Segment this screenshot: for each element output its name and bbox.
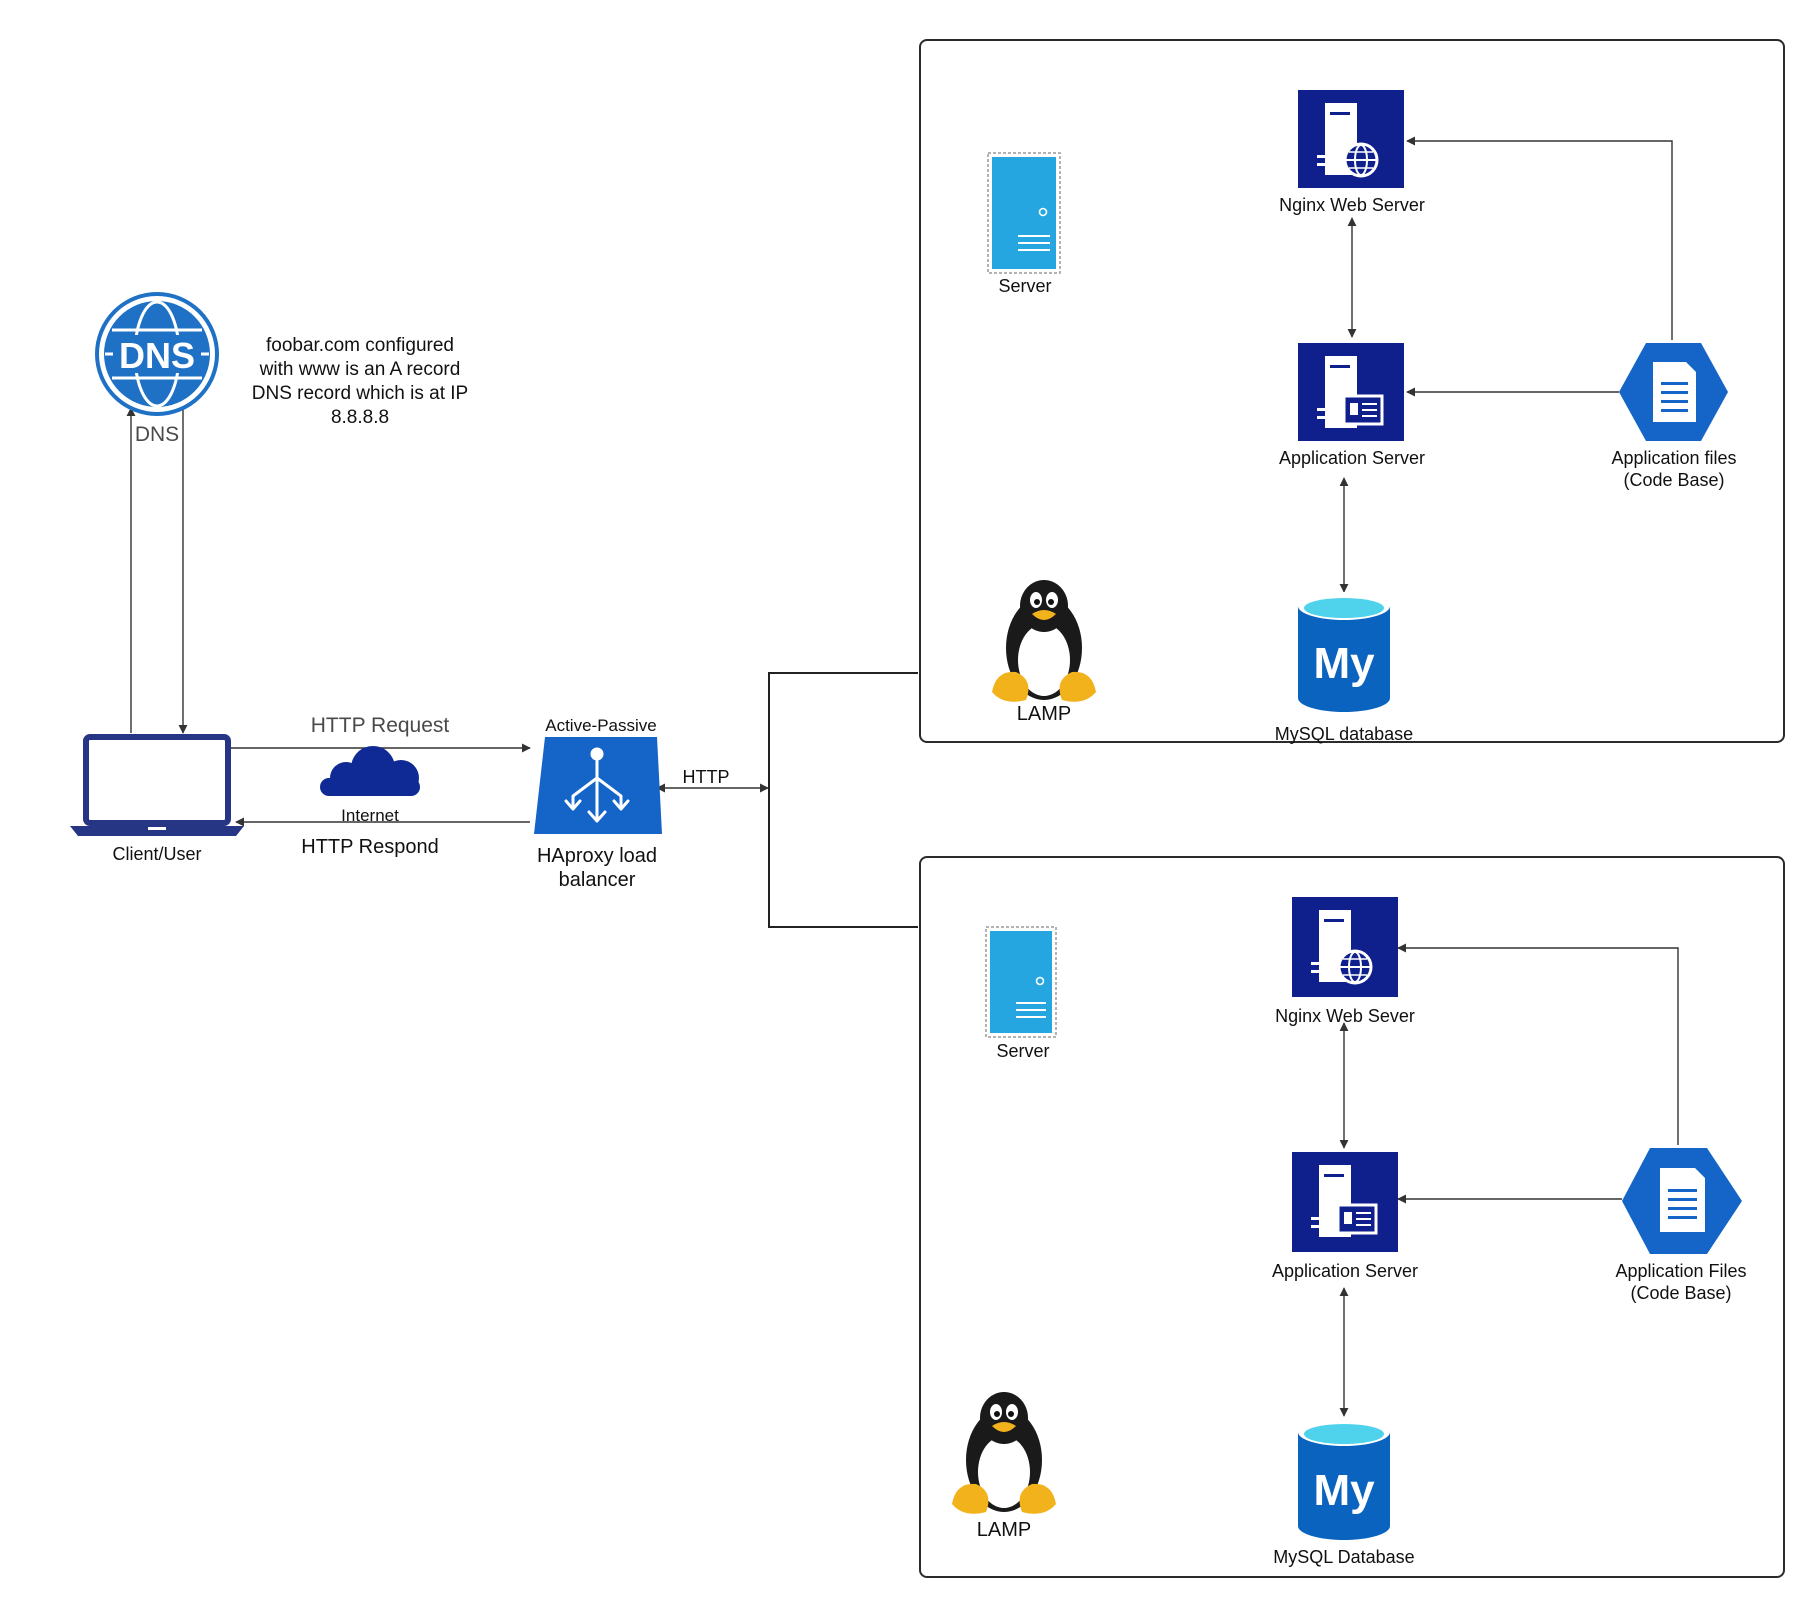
application-files-label-line-1: Application files [1611,448,1736,468]
server-stack-bottom: Server Nginx Web Sever [952,897,1747,1567]
server-stack-top-frame [919,39,1785,743]
top-files-to-web-arrow [1406,136,1673,340]
internet-label: Internet [341,806,399,825]
lb-to-stacks-connector [768,672,918,928]
lb-mode-label: Active-Passive [545,716,656,735]
mysql-database-label: MySQL database [1275,724,1413,744]
dns-label: DNS [135,423,179,446]
application-server-label: Application Server [1279,448,1425,468]
client-label: Client/User [112,844,201,864]
server-icon [987,152,1061,274]
linux-penguin-icon [992,580,1096,702]
mysql-icon-text: My [1313,1466,1375,1515]
http-request-label: HTTP Request [311,714,450,737]
mysql-database-label: MySQL Database [1273,1547,1414,1567]
load-balancer-node: Active-Passive HAproxy load balancer HTT… [534,716,730,891]
server-stack-top: Server Nginx Web Server [987,90,1737,744]
mysql-icon-text: My [1313,639,1375,688]
connectors [126,136,1679,1417]
lb-label-line-2: balancer [559,869,636,891]
dns-note-line-2: with www is an A record [259,359,461,380]
cloud-icon [320,746,420,796]
web-server-label: Nginx Web Sever [1275,1006,1415,1026]
web-server-label: Nginx Web Server [1279,195,1425,215]
dns-note: foobar.com configured with www is an A r… [252,335,468,428]
load-balancer-icon [534,737,662,834]
application-files-label-line-1: Application Files [1615,1261,1746,1281]
application-files-icon [1619,343,1728,441]
mysql-database-icon: My [1298,592,1390,712]
lamp-label: LAMP [1017,703,1071,725]
web-server-icon [1292,897,1398,997]
web-server-icon [1298,90,1404,188]
application-server-label: Application Server [1272,1261,1418,1281]
application-files-label-line-2: (Code Base) [1630,1283,1731,1303]
server-icon [985,926,1057,1038]
laptop-icon [70,734,244,836]
http-respond-label: HTTP Respond [301,836,438,858]
application-files-icon [1622,1148,1742,1254]
application-files-label-line-2: (Code Base) [1623,470,1724,490]
server-stack-bottom-frame [919,856,1785,1578]
lamp-label: LAMP [977,1519,1031,1541]
lb-http-label: HTTP [683,767,730,787]
dns-note-line-1: foobar.com configured [266,335,454,356]
dns-note-line-3: DNS record which is at IP [252,383,468,404]
server-label: Server [998,276,1051,296]
lb-label-line-1: HAproxy load [537,845,657,867]
linux-penguin-icon [952,1392,1056,1514]
dns-node: DNS DNS [95,292,219,446]
dns-note-line-4: 8.8.8.8 [331,407,389,428]
bottom-files-to-web-arrow [1397,943,1679,1145]
application-server-icon [1298,343,1404,441]
dns-icon-text: DNS [119,335,195,376]
mysql-database-icon: My [1298,1418,1390,1540]
application-server-icon [1292,1152,1398,1252]
dns-globe-icon: DNS [95,292,219,416]
internet-node: HTTP Request Internet HTTP Respond [301,714,449,858]
client-node: Client/User [70,734,244,864]
server-label: Server [996,1041,1049,1061]
